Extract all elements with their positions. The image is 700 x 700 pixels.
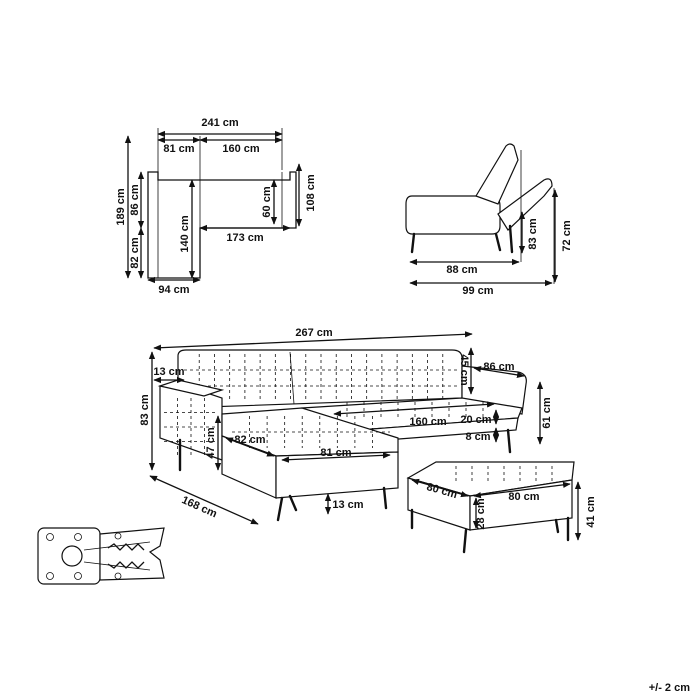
front-total-height-label: 83 cm: [139, 394, 151, 425]
side-front-leg: [410, 232, 416, 254]
plan-width-total-label: 241 cm: [201, 117, 239, 129]
plan-view: 241 cm 81 cm 160 cm 189 cm 86 cm 82 cm 1…: [115, 117, 317, 296]
screw-icon: [74, 533, 82, 541]
side-recline-leg: [508, 224, 514, 254]
ottoman-tufting: [455, 466, 553, 484]
connector-teeth: [107, 561, 145, 569]
screw-icon: [114, 532, 122, 540]
plan-bottom-width-label: 94 cm: [158, 284, 189, 296]
connector-detail: [37, 527, 165, 585]
screw-icon: [114, 572, 122, 580]
ottoman-depth-arrow: [411, 478, 469, 498]
front-leg-gap-label: 8 cm: [465, 431, 490, 443]
chaise-width-arrow: [281, 452, 391, 463]
plan-right-depth-label: 108 cm: [305, 174, 317, 212]
ottoman-cushion-label: 28 cm: [475, 498, 487, 529]
side-back-leg: [494, 232, 502, 252]
front-armrest-label: 13 cm: [153, 366, 184, 378]
front-seat-width-arrow: [333, 401, 495, 417]
tolerance-note: +/- 2 cm: [648, 682, 690, 694]
plan-inner-depth-label: 60 cm: [261, 186, 273, 217]
connector-teeth: [107, 543, 145, 551]
front-arm-depth-label: 86 cm: [483, 361, 514, 373]
ottoman-width-label: 80 cm: [508, 491, 539, 503]
side-recline-height-label: 83 cm: [527, 218, 539, 249]
side-backrest: [475, 143, 519, 205]
side-total-depth-label: 99 cm: [462, 285, 493, 297]
ottoman-width-arrow: [473, 481, 571, 499]
chaise-side-height-label: 47 cm: [205, 427, 217, 458]
screw-icon: [46, 572, 54, 580]
plan-chaise-back-label: 86 cm: [129, 184, 141, 215]
backrest-split-line: [289, 351, 295, 405]
ottoman: 80 cm 80 cm 28 cm 41 cm: [406, 461, 597, 554]
connector-arm: [83, 541, 151, 571]
chaise-leg-label: 13 cm: [332, 499, 363, 511]
sofa-leg: [382, 486, 388, 510]
sofa-leg: [506, 428, 512, 454]
backrest-tufting: [184, 354, 458, 402]
front-arm-depth-arrow: [473, 366, 525, 378]
side-height-label: 72 cm: [561, 220, 573, 251]
front-cushion-label: 20 cm: [460, 414, 491, 426]
screw-icon: [46, 533, 54, 541]
chaise-depth-arrow: [225, 437, 275, 457]
plan-main-width-label: 173 cm: [226, 232, 264, 244]
chaise-width-label: 81 cm: [320, 447, 351, 459]
plan-depth-total-label: 189 cm: [115, 188, 127, 226]
plan-chaise-width-label: 81 cm: [163, 143, 194, 155]
front-total-width-arrow: [153, 331, 473, 351]
sofa-leg: [288, 494, 298, 512]
side-seat-depth-label: 88 cm: [446, 264, 477, 276]
side-view: 88 cm 99 cm 83 cm 72 cm: [405, 143, 573, 297]
front-total-width-label: 267 cm: [295, 327, 333, 339]
screw-icon: [74, 572, 82, 580]
ottoman-leg: [554, 518, 560, 534]
sofa-leg: [276, 496, 284, 522]
front-seat-height-label: 61 cm: [541, 397, 553, 428]
front-back-height-label: 45 cm: [458, 354, 470, 385]
total-depth-arrow: [149, 475, 259, 525]
ottoman-leg: [462, 528, 468, 554]
side-reclined-back: [497, 178, 553, 231]
connector-hub: [61, 545, 83, 567]
connector-plate-right: [99, 527, 165, 581]
left-arm-tufting: [164, 398, 218, 456]
plan-chaise-seat-label: 82 cm: [129, 237, 141, 268]
ottoman-height-label: 41 cm: [585, 496, 597, 527]
front-seat-width-label: 160 cm: [409, 416, 447, 428]
chaise-depth-label: 82 cm: [234, 434, 265, 446]
plan-chaise-length-label: 140 cm: [179, 215, 191, 253]
plan-seat-width-label: 160 cm: [222, 143, 260, 155]
side-sofa-body: [405, 195, 501, 235]
